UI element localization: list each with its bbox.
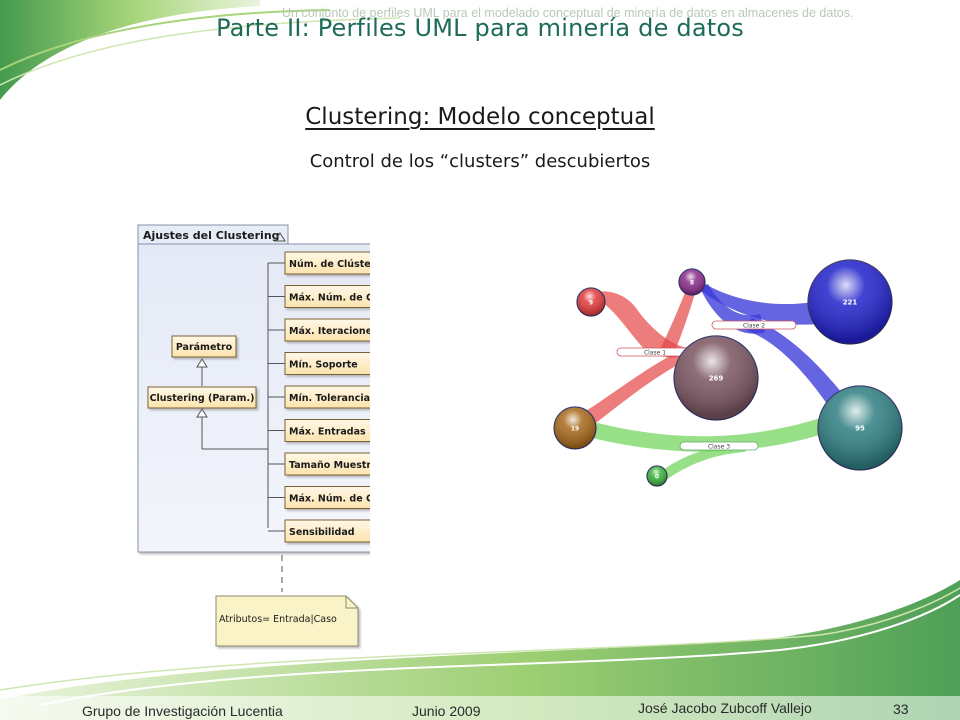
cluster-label-text: Clase 3: [708, 444, 730, 451]
cluster-node-shine: [577, 288, 605, 316]
cluster-node-shine: [647, 466, 667, 486]
param-class-label: Sensibilidad: [289, 527, 355, 538]
uml-connectors: [201, 263, 283, 592]
top-wave: [0, 0, 260, 100]
param-class-label: Núm. de Clústeres: [289, 259, 370, 270]
generalization-arrow: [196, 358, 208, 368]
param-class-label: Tamaño Muestra: [289, 460, 370, 471]
param-class-box: [284, 251, 370, 275]
note-box: [215, 595, 359, 647]
cluster-node-label: 19: [571, 426, 579, 433]
cluster-label-text: Clase 1: [644, 350, 666, 357]
cluster-node-shine: [679, 269, 705, 295]
cluster-node-label: 221: [843, 299, 858, 307]
slide-caption: Control de los “clusters” descubiertos: [309, 151, 651, 172]
param-class-box: [284, 352, 370, 375]
top-wave-line: [0, 17, 401, 86]
header-note: Un conjunto de perfiles UML para el mode…: [282, 6, 854, 20]
flow-red: [570, 348, 695, 435]
note-fold: [345, 596, 358, 609]
bottom-wave-line: [39, 594, 960, 706]
param-class-box: [284, 385, 370, 409]
param-class-label: Máx. Núm. de Clústeres: [289, 293, 370, 304]
cluster-label-text: Clase 2: [743, 323, 765, 330]
generalization-arrow: [196, 408, 208, 418]
cluster-visualization: Clase 2 Clase 1 Clase 3 8 9 221 269 19 95 0: [553, 259, 903, 487]
flow-red: [658, 285, 696, 358]
uml-diagram: Ajustes del Clustering Núm. de Clústeres…: [137, 224, 370, 647]
cluster-node-shine: [818, 386, 902, 470]
flow-blue: [740, 318, 846, 408]
flow-green: [660, 443, 750, 480]
slide-subtitle: Clustering: Modelo conceptual: [305, 104, 655, 130]
footer-page: 33: [893, 701, 909, 717]
flow-blue: [692, 275, 832, 325]
footer-author: José Jacobo Zubcoff Vallejo: [638, 700, 812, 716]
cluster-node-label: 9: [589, 300, 593, 307]
note-text: Atributos= Entrada|Caso: [219, 614, 337, 625]
cluster-node-label: 8: [690, 280, 694, 287]
cluster-node-shine: [554, 407, 596, 449]
slide-title: Parte II: Perfiles UML para minería de d…: [216, 14, 744, 42]
cluster-node-shine: [674, 336, 758, 420]
cluster-node-shine: [808, 260, 892, 344]
param-class-box: [284, 419, 370, 442]
param-class-label: Máx. Entradas: [289, 427, 366, 438]
footer-group: Grupo de Investigación Lucentia: [82, 703, 283, 719]
cluster-label: Clase 2: [711, 320, 797, 330]
param-class-box: [284, 285, 370, 308]
child-class-label: Clustering (Param.): [150, 393, 255, 404]
param-class-label: Máx. Iteraciones: [289, 326, 370, 337]
cluster-node-label: 0: [655, 474, 659, 481]
footer-date: Junio 2009: [412, 703, 481, 719]
child-class-box: [147, 386, 257, 409]
footer-band: [0, 696, 960, 720]
param-class-box: [284, 486, 370, 509]
bottom-wave: [0, 580, 960, 720]
cluster-node-label: 95: [855, 425, 865, 433]
cluster-node-label: 269: [709, 375, 724, 383]
param-class-label: Mín. Tolerancia Error: [289, 393, 370, 404]
bottom-wave-line: [0, 587, 960, 691]
flow-green: [584, 415, 830, 452]
collapse-icon: [274, 232, 286, 242]
param-class-box: [284, 519, 370, 543]
parent-class-label: Parámetro: [176, 342, 233, 353]
param-class-label: Máx. Núm. de Clases: [289, 494, 370, 505]
uml-param-list: Núm. de ClústeresMáx. Núm. de ClústeresM…: [268, 251, 370, 543]
package-name: Ajustes del Clustering: [143, 229, 280, 242]
param-class-box: [284, 318, 370, 342]
cluster-nodes: 8 9 221 269 19 95 0: [553, 259, 903, 487]
parent-class-box: [171, 335, 237, 358]
top-wave-line: [0, 9, 331, 71]
cluster-label: Clase 3: [679, 441, 759, 451]
param-class-box: [284, 452, 370, 476]
param-class-label: Mín. Soporte: [289, 360, 358, 371]
